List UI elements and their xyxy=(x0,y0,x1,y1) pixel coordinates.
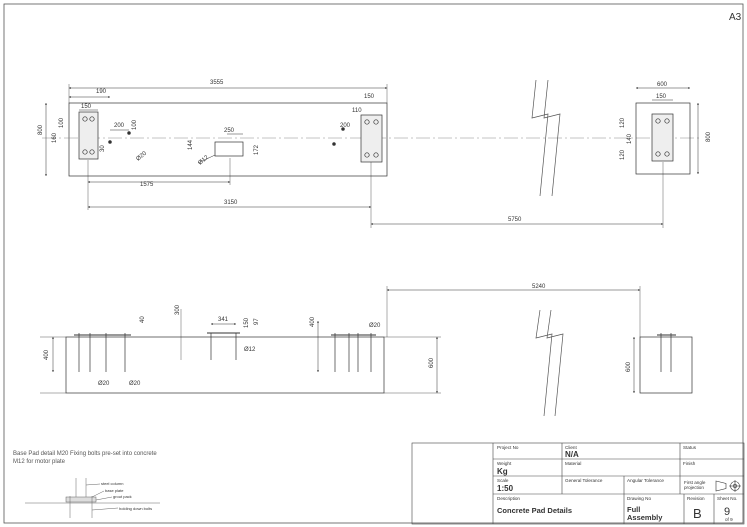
label-holding-down-bolts: holding down bolts xyxy=(119,506,152,511)
dim-250: 250 xyxy=(224,128,235,134)
tb-drawing-no-value-1: Full xyxy=(627,505,640,514)
tb-drawing-no-value-2: Assembly xyxy=(627,513,663,522)
tb-scale-value: 1:50 xyxy=(497,484,514,493)
main-slab-elevation xyxy=(65,336,385,394)
tb-description-label: Description xyxy=(497,496,520,501)
tb-revision-label: Revision xyxy=(687,496,705,501)
dim-100b: 100 xyxy=(59,117,65,128)
tb-projection-label-1: First angle xyxy=(684,480,706,485)
label-grout-pack: grout pack xyxy=(113,494,132,499)
dim-150-right: 150 xyxy=(364,94,375,100)
dim-pad-150: 150 xyxy=(656,94,667,100)
sheet-size-label: A3 xyxy=(729,12,742,23)
elevation-view xyxy=(40,286,693,417)
dim-600: 600 xyxy=(657,82,668,88)
dim-200-right: 200 xyxy=(340,123,351,129)
dim-pad-800: 800 xyxy=(706,131,712,142)
note-line-2: M12 for motor plate xyxy=(13,459,66,465)
dim-pad-120a: 120 xyxy=(620,117,626,128)
note-line-1: Base Pad detail M20 Fixing bolts pre-set… xyxy=(13,451,157,457)
sheet-border xyxy=(3,3,744,524)
base-plate-left xyxy=(78,111,99,160)
dim-bolt-dia: Ø20 xyxy=(135,150,148,162)
tb-weight-label: Weight xyxy=(497,461,512,466)
dim-5240: 5240 xyxy=(532,284,546,290)
dim-3555: 3555 xyxy=(210,80,224,86)
dim-300: 300 xyxy=(175,304,181,315)
tb-drawing-no-label: Drawing No xyxy=(627,496,651,501)
dim-172: 172 xyxy=(254,144,260,155)
tb-sheet-no-value: 9 xyxy=(724,506,730,518)
elevation-dimensions: 5240 400 Ø20 Ø20 40 300 341 150 97 Ø12 4… xyxy=(44,284,632,387)
tb-scale-label: Scale xyxy=(497,478,509,483)
dim-dia20c: Ø20 xyxy=(369,323,381,329)
tb-status-label: Status xyxy=(683,445,697,450)
tb-sheet-no-label: Sheet No. xyxy=(717,496,737,501)
tb-general-tolerance-label: General Tolerance xyxy=(565,478,603,483)
dim-40: 40 xyxy=(140,316,146,323)
tb-sheet-of: of 9 xyxy=(725,517,733,522)
dim-400-right: 400 xyxy=(310,316,316,327)
dim-5750: 5750 xyxy=(508,217,522,223)
dim-1575: 1575 xyxy=(140,182,154,188)
dim-110: 110 xyxy=(352,108,362,114)
dim-600-elev: 600 xyxy=(429,357,435,368)
break-line-plan-a xyxy=(531,79,549,197)
label-base-plate: base plate xyxy=(105,488,124,493)
dim-341: 341 xyxy=(218,317,229,323)
tb-material-label: Material xyxy=(565,461,581,466)
tb-angular-tolerance-label: Angular Tolerance xyxy=(627,478,664,483)
dim-200-left: 200 xyxy=(114,123,125,129)
break-line-elev-b xyxy=(546,309,564,417)
dim-100: 100 xyxy=(132,119,138,130)
plan-view xyxy=(42,79,700,228)
dim-pad-120b: 120 xyxy=(620,149,626,160)
break-line-elev-a xyxy=(535,309,553,417)
title-block-text: Project No Client N/A Status Weight Kg M… xyxy=(497,445,741,522)
base-plate-right xyxy=(360,114,383,163)
dim-pad-140: 140 xyxy=(627,133,633,144)
base-pad-detail xyxy=(25,478,160,518)
dim-slot-dia: Ø12 xyxy=(197,154,210,166)
right-pad-elevation xyxy=(639,336,693,394)
dim-dia12: Ø12 xyxy=(244,347,256,353)
dim-dia20b: Ø20 xyxy=(129,381,141,387)
tb-description-value: Concrete Pad Details xyxy=(497,506,572,515)
dim-160: 160 xyxy=(52,132,58,143)
dim-150-left: 150 xyxy=(81,104,92,110)
label-steel-column: steel column xyxy=(101,481,123,486)
tb-revision-value: B xyxy=(693,506,702,521)
dim-30: 30 xyxy=(100,145,106,152)
dim-144: 144 xyxy=(188,139,194,150)
dim-3150: 3150 xyxy=(224,200,238,206)
tb-finish-label: Finish xyxy=(683,461,696,466)
tb-project-no-label: Project No xyxy=(497,445,519,450)
dim-400-left: 400 xyxy=(44,349,50,360)
slot-plan xyxy=(214,141,244,157)
tb-projection-label-2: projection xyxy=(684,485,704,490)
dim-150-elev: 150 xyxy=(244,317,250,328)
tb-client-value: N/A xyxy=(565,450,579,459)
tb-client-label: Client xyxy=(565,445,577,450)
main-slab-plan xyxy=(68,102,388,177)
break-line-plan-b xyxy=(543,79,561,197)
pad-base-plate xyxy=(651,113,674,162)
first-angle-projection-icon xyxy=(715,480,741,492)
title-block xyxy=(411,442,745,525)
tb-weight-value: Kg xyxy=(497,467,508,476)
dim-pad-600: 600 xyxy=(626,361,632,372)
dim-dia20a: Ø20 xyxy=(98,381,110,387)
dim-800-left: 800 xyxy=(38,124,44,135)
dim-97: 97 xyxy=(254,318,260,325)
dim-190: 190 xyxy=(96,89,107,95)
